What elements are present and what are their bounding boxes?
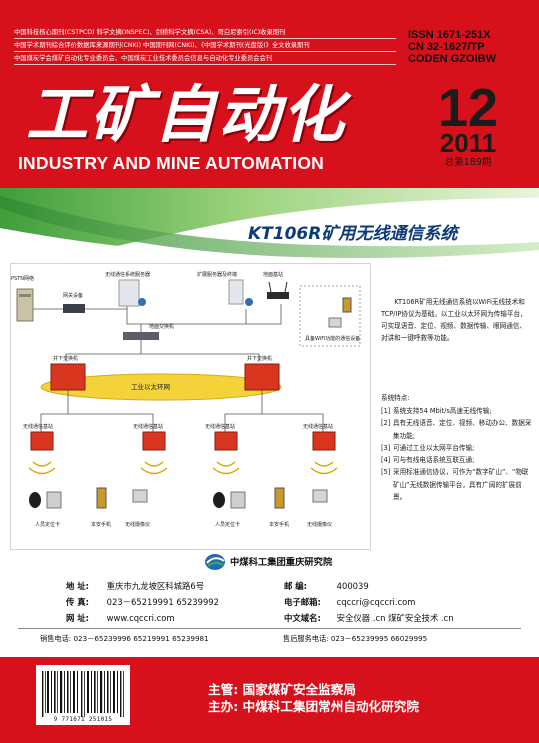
- wifi-phone-icon: [342, 297, 352, 313]
- feature-item: [1]系统支持54 Mbit/s高速无线传输;: [381, 407, 492, 415]
- mine-switch-left-icon: [50, 363, 86, 391]
- email-label: 电子邮箱:: [284, 597, 321, 607]
- issue-year: 2011: [439, 128, 497, 158]
- index-line-1: 中国科技核心期刊(CSTPCD) 科学文摘(INSPEC)、剑桥科学文摘(CSA…: [14, 29, 286, 36]
- issn-block: ISSN 1671-251X CN 32-1627/TP CODEN GZOIB…: [408, 29, 528, 65]
- terminal-icon: [228, 279, 253, 306]
- barcode-number: 9 771671 251015: [53, 716, 113, 723]
- pstn-server-icon: [16, 288, 34, 322]
- company-logo-icon: [205, 554, 225, 570]
- green-swoosh-decoration: [0, 188, 539, 273]
- feature-item: [5]采用标准通信协议，可作为“数字矿山”、“物联矿山”无线数据传输平台，具有广…: [381, 468, 529, 502]
- label-base-station: 无线通信基站: [133, 424, 164, 430]
- router-icon: [267, 281, 289, 299]
- after-sales-phone: 售后服务电话: 023－65239995 66029995: [283, 634, 428, 643]
- gateway-box-icon: [230, 491, 246, 509]
- address-row: 地 址: 重庆市九龙坡区科城路6号: [66, 580, 204, 592]
- label-base-station: 无线通信基站: [303, 424, 334, 430]
- journal-title-cn: 工矿自动化: [26, 78, 347, 151]
- label-expansion: 扩展服务器及终端: [197, 272, 238, 278]
- label-camera: 无线摄像仪: [125, 522, 151, 528]
- base-station-icon: [142, 431, 166, 451]
- gateway-box-icon: [46, 491, 62, 509]
- sales-phone: 销售电话: 023－65239996 65219991 65239981: [40, 634, 209, 643]
- label-locator-card: 人员定位卡: [35, 522, 61, 528]
- locator-card-icon: [29, 492, 41, 508]
- network-diagram-graphic: [16, 279, 361, 509]
- issue-number: 12: [437, 78, 499, 138]
- gateway-icon: [63, 304, 85, 313]
- label-camera: 无线摄像仪: [307, 522, 333, 528]
- feature-headline: KT106R矿用无线通信系统: [248, 224, 458, 244]
- phone-icon: [96, 487, 107, 509]
- domain-label: 中文域名:: [284, 613, 321, 623]
- label-gateway: 网关设备: [63, 293, 84, 299]
- sponsor-line: 主办: 中煤科工集团常州自动化研究院: [208, 699, 419, 714]
- fax-value: 023－65219991 65239992: [106, 597, 219, 607]
- label-base-station: 无线通信基站: [205, 424, 236, 430]
- base-station-icon: [30, 431, 54, 451]
- feature-item: [4]可与有线电话系统互联互通;: [381, 456, 475, 465]
- label-phone: 本安手机: [269, 522, 290, 528]
- feature-item: [3]可通过工业以太网平台传输;: [381, 443, 475, 452]
- info-divider: [18, 628, 521, 629]
- label-wifi-terminal: 具备WiFi功能的通信设备: [305, 336, 361, 342]
- wifi-camera-icon: [328, 317, 342, 328]
- base-station-icon: [214, 431, 238, 451]
- switch-icon: [123, 332, 159, 340]
- postcode-label: 邮 编:: [284, 581, 308, 591]
- index-divider: [14, 51, 396, 52]
- domain-row: 中文域名: 安全仪器 .cn 煤矿安全技术 .cn: [284, 612, 454, 624]
- index-divider: [14, 38, 396, 39]
- issn-line: ISSN 1671-251X: [408, 29, 491, 41]
- cover-header: [0, 0, 539, 188]
- label-pstn: PSTN网络: [11, 276, 34, 282]
- cn-line: CN 32-1627/TP: [408, 41, 485, 53]
- address-label: 地 址:: [66, 581, 90, 591]
- web-label: 网 址:: [66, 613, 90, 623]
- label-mine-switch-right: 井下交换机: [247, 356, 273, 362]
- server-icon: [118, 279, 146, 307]
- label-ethernet: 工业以太环网: [131, 383, 170, 391]
- label-base-station: 无线通信基站: [23, 424, 54, 430]
- network-diagram: PSTN网络 网关设备 无线通信系统服务器 扩展服务器及终端 地面基站 具备Wi…: [10, 263, 371, 550]
- email-row: 电子邮箱: cqccri@cqccri.com: [284, 596, 415, 608]
- locator-card-icon: [213, 492, 225, 508]
- system-description: KT106R矿用无线通信系统以WiFi无线技术和TCP/IP协议为基础，以工业以…: [381, 298, 527, 342]
- features-list: [1]系统支持54 Mbit/s高速无线传输; [2]具有无线语音、定位、视频、…: [381, 405, 533, 503]
- supervisor-line: 主管: 国家煤矿安全监察局: [208, 682, 356, 697]
- barcode-icon: [36, 665, 130, 725]
- index-divider: [14, 64, 396, 65]
- camera-icon: [132, 489, 148, 503]
- index-line-3: 中国煤炭学会煤矿自动化专业委员会、中国煤炭工业技术委员会信息与自动化专业委员会会…: [14, 55, 273, 62]
- mine-switch-right-icon: [244, 363, 280, 391]
- wifi-signal-icon: [28, 461, 338, 475]
- base-station-icon: [312, 431, 336, 451]
- fax-row: 传 真: 023－65219991 65239992: [66, 596, 219, 608]
- index-line-2: 中国学术期刊综合评价数据库来源期刊(CNKI) 中国期刊网(CNKI)、《中国学…: [14, 42, 310, 49]
- total-issue: 总第189期: [444, 157, 492, 168]
- postcode-value: 400039: [336, 581, 369, 591]
- postcode-row: 邮 编: 400039: [284, 580, 369, 592]
- company-name: 中煤科工集团重庆研究院: [230, 557, 333, 568]
- label-locator-card: 人员定位卡: [215, 522, 241, 528]
- journal-title-en: INDUSTRY AND MINE AUTOMATION: [18, 153, 325, 173]
- label-phone: 本安手机: [91, 522, 112, 528]
- camera-icon: [312, 489, 328, 503]
- domain-value: 安全仪器 .cn 煤矿安全技术 .cn: [336, 613, 454, 623]
- coden-line: CODEN GZOIBW: [408, 53, 496, 65]
- label-ground-station: 地面基站: [263, 272, 284, 278]
- web-row: 网 址: www.cqccri.com: [66, 612, 175, 624]
- label-server: 无线通信系统服务器: [105, 272, 151, 278]
- address-value: 重庆市九龙坡区科城路6号: [106, 581, 205, 591]
- phone-icon: [274, 487, 285, 509]
- feature-item: [2]具有无线语音、定位、视频、移动办公、数据采集功能;: [381, 419, 532, 440]
- web-link[interactable]: www.cqccri.com: [106, 613, 175, 623]
- email-link[interactable]: cqccri@cqccri.com: [336, 597, 416, 607]
- features-title: 系统特点:: [381, 394, 410, 402]
- fax-label: 传 真:: [66, 597, 90, 607]
- label-surface-switch: 地面交换机: [149, 324, 175, 330]
- label-mine-switch-left: 井下交换机: [53, 356, 79, 362]
